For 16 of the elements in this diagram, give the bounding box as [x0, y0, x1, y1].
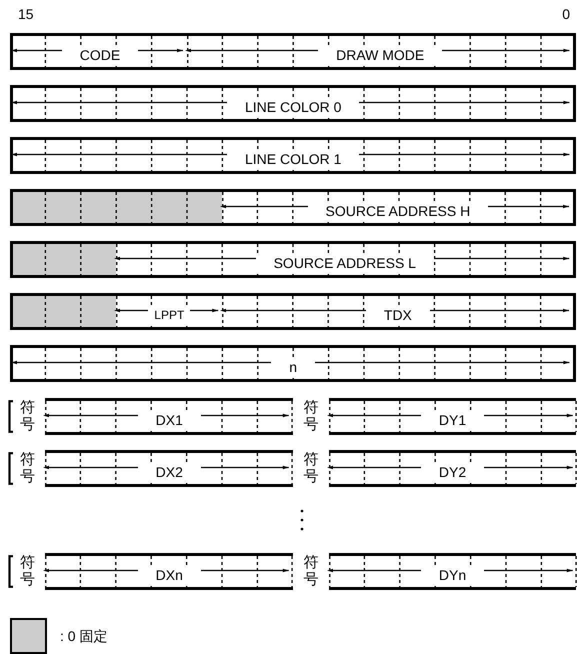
- sign-label: 符号: [303, 452, 318, 485]
- legend-label: : 0 固定: [60, 628, 108, 646]
- fixed-zero-field: [13, 244, 116, 275]
- bit-number: 15: [18, 6, 34, 22]
- sign-label: 符号: [303, 400, 318, 433]
- sign-label: 符号: [20, 555, 36, 588]
- register-row: [10, 241, 576, 278]
- fixed-zero-field: [13, 296, 116, 327]
- sign-label: 符号: [20, 452, 36, 485]
- fixed-zero-field: [13, 192, 222, 223]
- bit-number: 0: [562, 6, 570, 22]
- sign-label: 符号: [303, 555, 318, 588]
- register-row: [10, 293, 576, 330]
- register-row: [10, 189, 576, 226]
- register-row: [10, 33, 576, 70]
- sign-label: 符号: [20, 400, 36, 433]
